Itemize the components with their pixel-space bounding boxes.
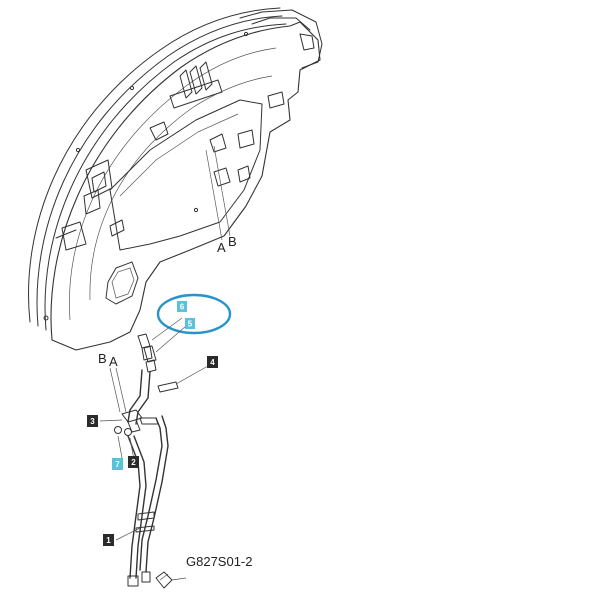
panel-port-b-label: B — [228, 234, 237, 249]
highlight-ellipse — [156, 293, 232, 335]
callout-box — [112, 458, 123, 470]
callout-box — [177, 301, 187, 312]
callout-3: 3 — [87, 415, 98, 427]
callout-2: 2 — [128, 456, 139, 468]
callout-number: 6 — [180, 303, 185, 312]
callout-6: 6 — [177, 301, 187, 312]
callout-number: 2 — [131, 458, 136, 467]
callout-5: 5 — [185, 318, 195, 329]
callout-box — [128, 456, 139, 468]
hose-port-a-label: A — [109, 354, 118, 369]
hose-port-b-label: B — [98, 351, 107, 366]
callout-number: 1 — [106, 536, 111, 545]
callout-number: 4 — [210, 358, 215, 367]
quick-coupler-parts — [137, 317, 187, 373]
fender-panel — [28, 7, 323, 351]
hydraulic-hoses — [99, 365, 209, 589]
callout-box — [103, 534, 114, 546]
callout-number: 5 — [188, 320, 193, 329]
callout-number: 3 — [90, 417, 95, 426]
panel-port-a-label: A — [217, 240, 226, 255]
callout-7: 7 — [112, 458, 123, 470]
callout-box — [87, 415, 98, 427]
callout-number: 7 — [115, 460, 120, 469]
callout-4: 4 — [207, 356, 218, 368]
drawing-code: G827S01-2 — [186, 554, 253, 569]
callout-1: 1 — [103, 534, 114, 546]
callout-numbers: 1 2 3 4 56 7 — [87, 301, 218, 546]
callout-box — [185, 318, 195, 329]
callout-box — [207, 356, 218, 368]
